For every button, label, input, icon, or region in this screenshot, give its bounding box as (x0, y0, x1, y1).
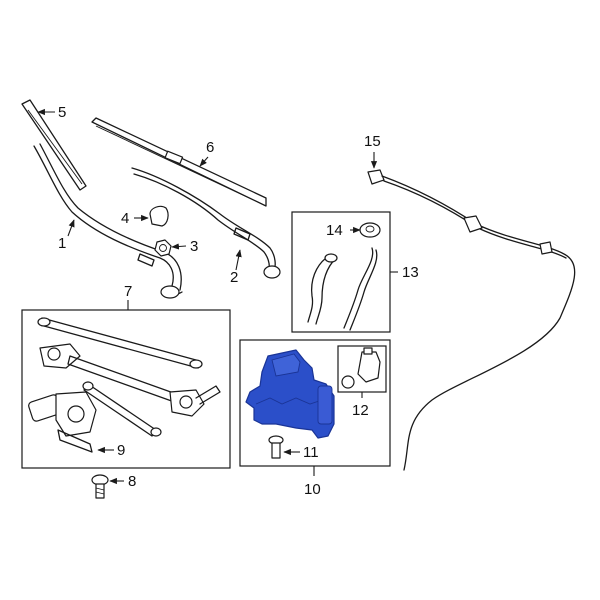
callout-labels: 5 1 4 3 6 2 7 9 8 15 14 13 12 11 10 (58, 104, 419, 498)
leader-lines (37, 108, 398, 485)
washer-pump (341, 347, 381, 389)
motor-bolt (91, 474, 109, 499)
hose-grommet (359, 222, 381, 238)
callout-13: 13 (402, 264, 419, 281)
callout-6: 6 (206, 139, 214, 156)
arm-nut (154, 239, 172, 257)
wiper-arm-right (131, 167, 281, 279)
callout-1: 1 (58, 235, 66, 252)
wiper-motor (28, 391, 97, 453)
callout-8: 8 (128, 473, 136, 490)
linkage-box (21, 309, 231, 469)
callout-4: 4 (121, 210, 129, 227)
wiper-blade-left (21, 99, 87, 191)
wiper-blade-right (91, 117, 267, 207)
callout-14: 14 (326, 222, 343, 239)
wiper-linkage (37, 317, 221, 437)
washer-reservoir (245, 349, 335, 439)
washer-hose-line (367, 169, 576, 471)
arm-cap (149, 205, 169, 227)
callout-10: 10 (304, 481, 321, 498)
callout-2: 2 (230, 269, 238, 286)
callout-11: 11 (303, 444, 319, 461)
callout-5: 5 (58, 104, 66, 121)
callout-9: 9 (117, 442, 125, 459)
callout-3: 3 (190, 238, 198, 255)
reservoir-bolt (268, 435, 284, 459)
callout-12: 12 (352, 402, 369, 419)
callout-15: 15 (364, 133, 381, 150)
wiper-arm-left (33, 143, 183, 299)
washer-hoses (307, 247, 378, 331)
callout-7: 7 (124, 283, 132, 300)
